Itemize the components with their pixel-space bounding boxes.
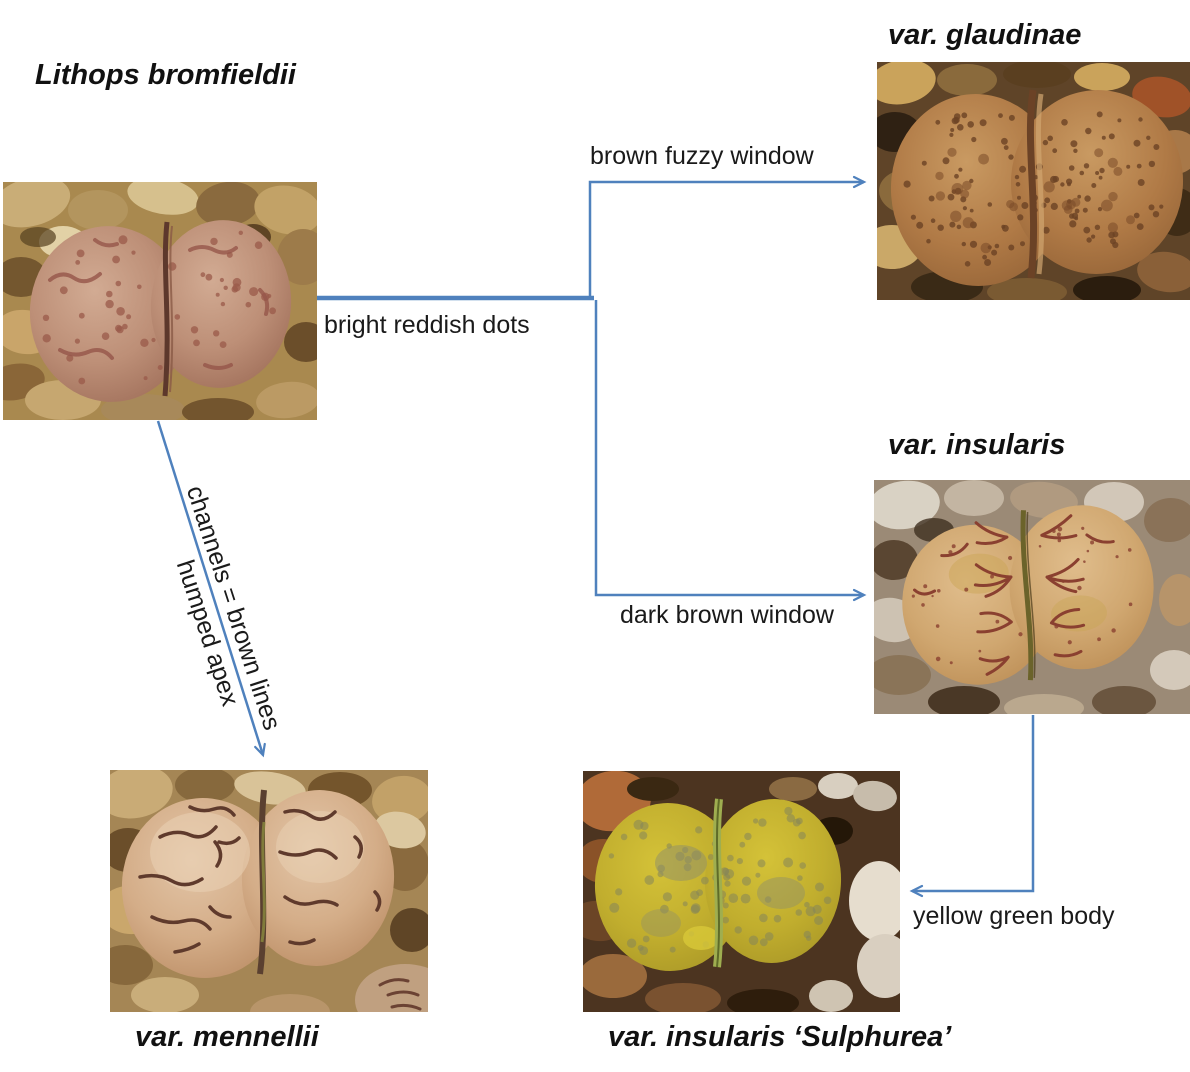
edge-label-bright-reddish-dots: bright reddish dots (324, 311, 530, 339)
variety-title-glaudinae: var. glaudinae (888, 19, 1082, 51)
lithops-bromfieldii-photo (3, 182, 317, 420)
variety-title-insularis: var. insularis (888, 429, 1066, 461)
edge-to-glaudinae (588, 175, 867, 296)
variety-title-sulphurea: var. insularis ‘Sulphurea’ (608, 1021, 952, 1053)
var-insularis-photo (874, 480, 1190, 714)
variety-title-mennellii: var. mennellii (135, 1021, 319, 1053)
edge-label-yellow-green-body: yellow green body (913, 902, 1115, 930)
edge-label-dark-brown-window: dark brown window (620, 601, 834, 629)
var-mennellii-photo (110, 770, 428, 1012)
var-insularis-sulphurea-photo (583, 771, 900, 1012)
edge-to-mennellii (156, 420, 266, 758)
edge-label-brown-fuzzy-window: brown fuzzy window (590, 142, 814, 170)
edge-to-sulphurea (909, 715, 1035, 898)
var-glaudinae-photo (877, 62, 1190, 300)
edge-to-insularis (594, 300, 867, 602)
species-title: Lithops bromfieldii (35, 59, 296, 91)
